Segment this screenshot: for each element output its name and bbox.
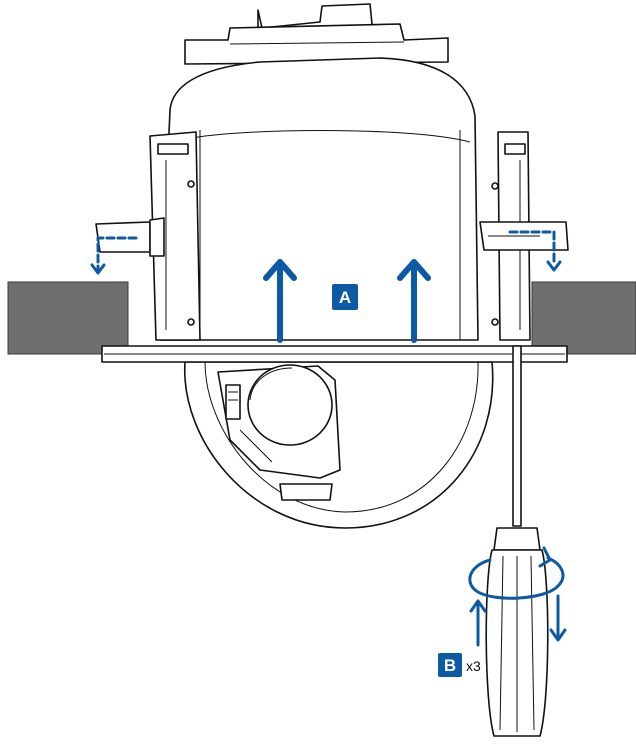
arrow-down-icon (508, 230, 562, 272)
lift-arrows (263, 259, 431, 343)
arrow-up-icon (263, 259, 297, 343)
callout-a-label: A (339, 288, 351, 307)
arrow-up-icon (469, 599, 487, 647)
arrow-down-icon (549, 594, 567, 642)
screwdriver-icon (485, 345, 549, 737)
callout-b-label: B (444, 656, 456, 675)
ceiling-right-panel (531, 281, 636, 355)
callout-b: B x3 (438, 653, 481, 677)
ceiling-left-panel (7, 281, 129, 355)
clamp-arrows (90, 230, 562, 275)
screw-rotation (468, 546, 567, 647)
arrow-down-icon (90, 236, 138, 275)
trim-ring (101, 345, 568, 363)
arrow-up-icon (397, 259, 431, 343)
callout-b-badge (438, 653, 462, 677)
callout-a: A (332, 284, 358, 310)
camera-dome (184, 361, 494, 529)
ceiling (7, 281, 636, 355)
callout-a-badge (332, 284, 358, 310)
rotate-arrow-icon (468, 546, 565, 600)
callout-b-multiplier: x3 (466, 658, 481, 674)
camera-housing (95, 3, 569, 341)
